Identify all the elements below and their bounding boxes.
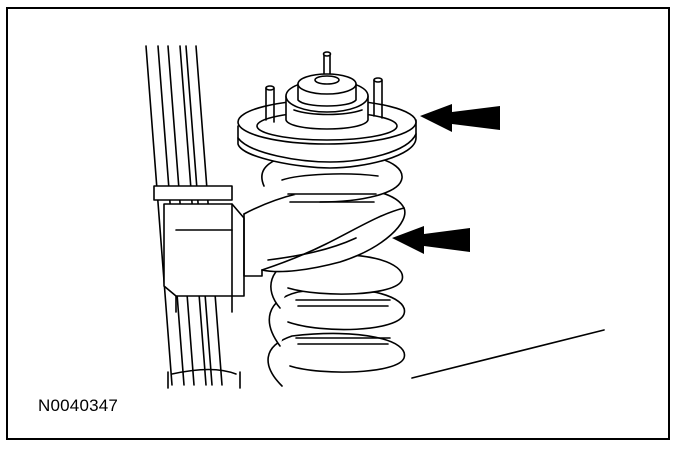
arrow-spring-seat [392,226,470,254]
figure-id-label: N0040347 [38,396,119,415]
lower-coil-spring [267,253,406,387]
rod-bracket [153,185,245,313]
vehicle-frame-line [411,329,605,379]
spring-seat [243,186,406,277]
arrow-top-mount [420,104,500,132]
mount-studs [265,51,383,123]
bearing-cap [285,73,369,130]
